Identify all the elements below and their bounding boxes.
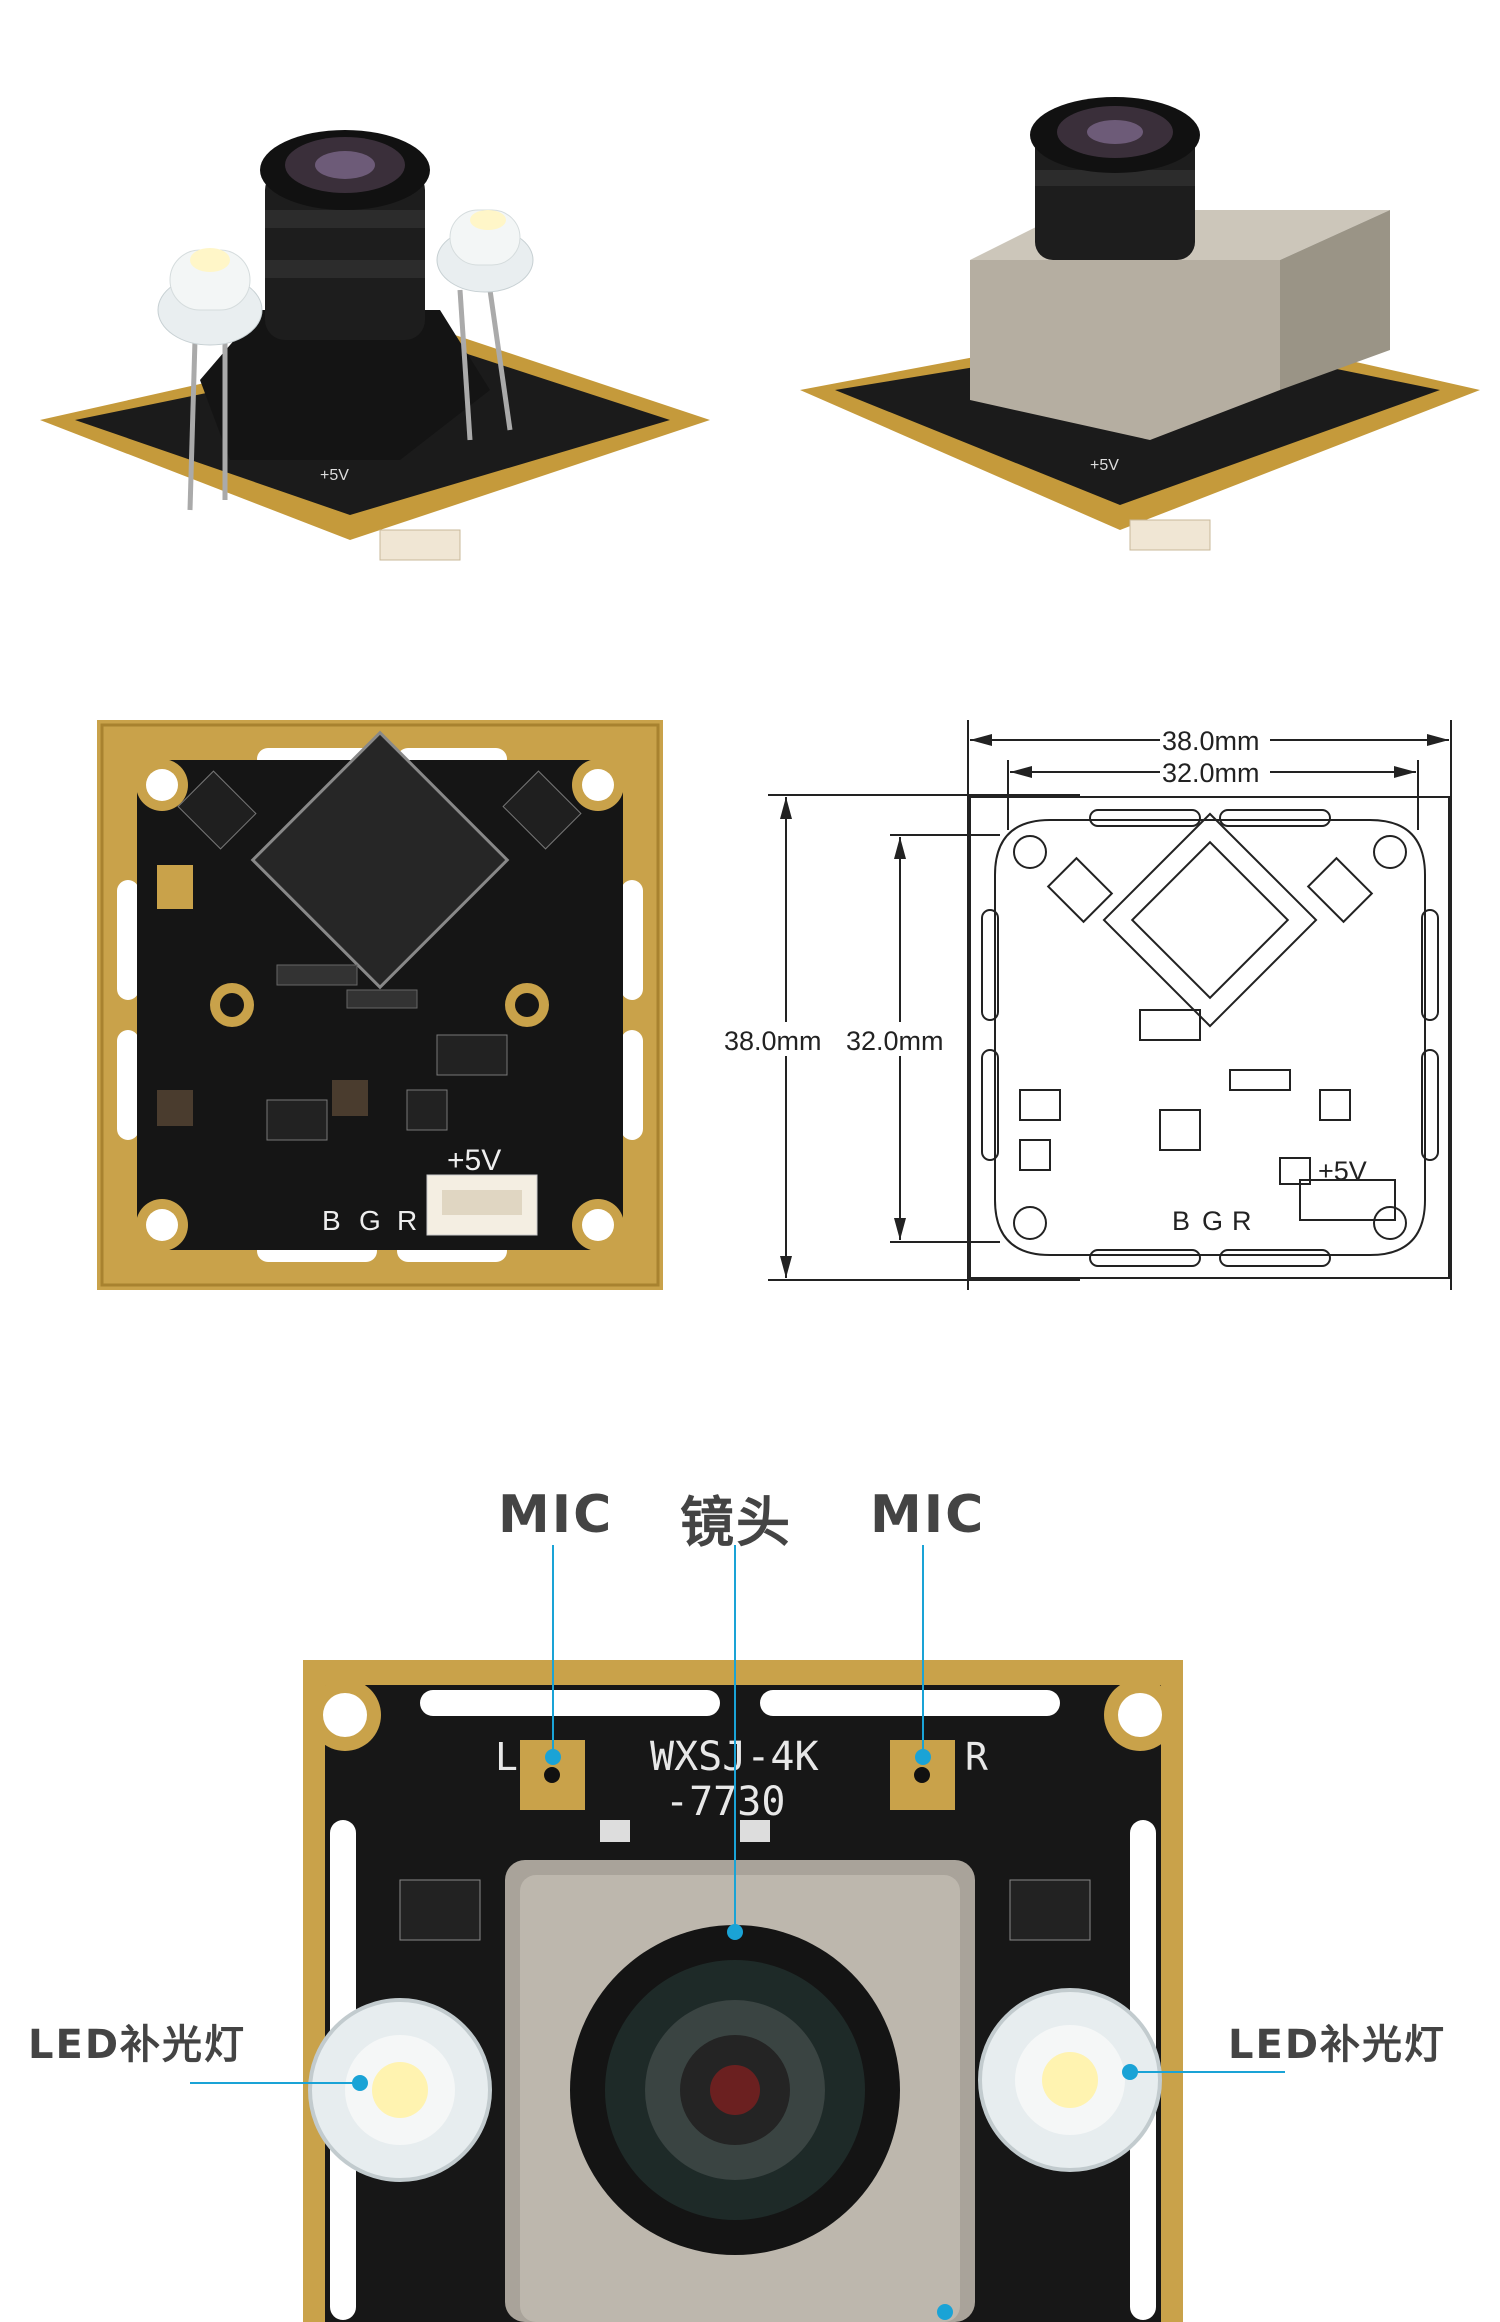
callout-mic-right: MIC (870, 1485, 986, 1545)
drawing-pin-r: R (1232, 1206, 1252, 1236)
drawing-pin-b: B (1172, 1206, 1190, 1236)
callout-lens: 镜头 (680, 1491, 792, 1554)
pin-r-label: R (397, 1205, 417, 1236)
callout-mic-left: MIC (498, 1485, 614, 1545)
pcb-component-side-photo: +5V B G R (97, 720, 663, 1290)
camera-module-af-photo: +5V (800, 97, 1480, 551)
inner-height-dim: 32.0mm (846, 1026, 944, 1056)
dimension-drawing: 38.0mm 32.0mm 38.0mm 32.0mm +5V B G R (720, 720, 1452, 1290)
callout-lines-top (552, 1545, 924, 1665)
silk-model-line2: -7730 (665, 1779, 785, 1825)
drawing-power-label: +5V (1318, 1156, 1367, 1186)
outer-height-dim: 38.0mm (724, 1026, 822, 1056)
drawing-pin-g: G (1202, 1206, 1223, 1236)
board-silkscreen: +5V (1090, 457, 1119, 474)
closeup-board-photo: L R WXSJ-4K -7730 (190, 1660, 1285, 2322)
callout-led-right: LED补光灯 (1228, 2022, 1447, 2068)
pin-b-label: B (322, 1205, 341, 1236)
silk-right: R (965, 1735, 988, 1779)
callout-led-left: LED补光灯 (28, 2022, 247, 2068)
power-label: +5V (447, 1144, 501, 1177)
camera-module-led-photo: +5V (40, 130, 710, 561)
board-silkscreen: +5V (320, 467, 349, 484)
silk-left: L (495, 1735, 518, 1779)
led-left (157, 248, 263, 511)
pin-g-label: G (359, 1205, 381, 1236)
outer-width-dim: 38.0mm (1162, 726, 1260, 756)
led-right (436, 209, 534, 441)
inner-width-dim: 32.0mm (1162, 758, 1260, 788)
